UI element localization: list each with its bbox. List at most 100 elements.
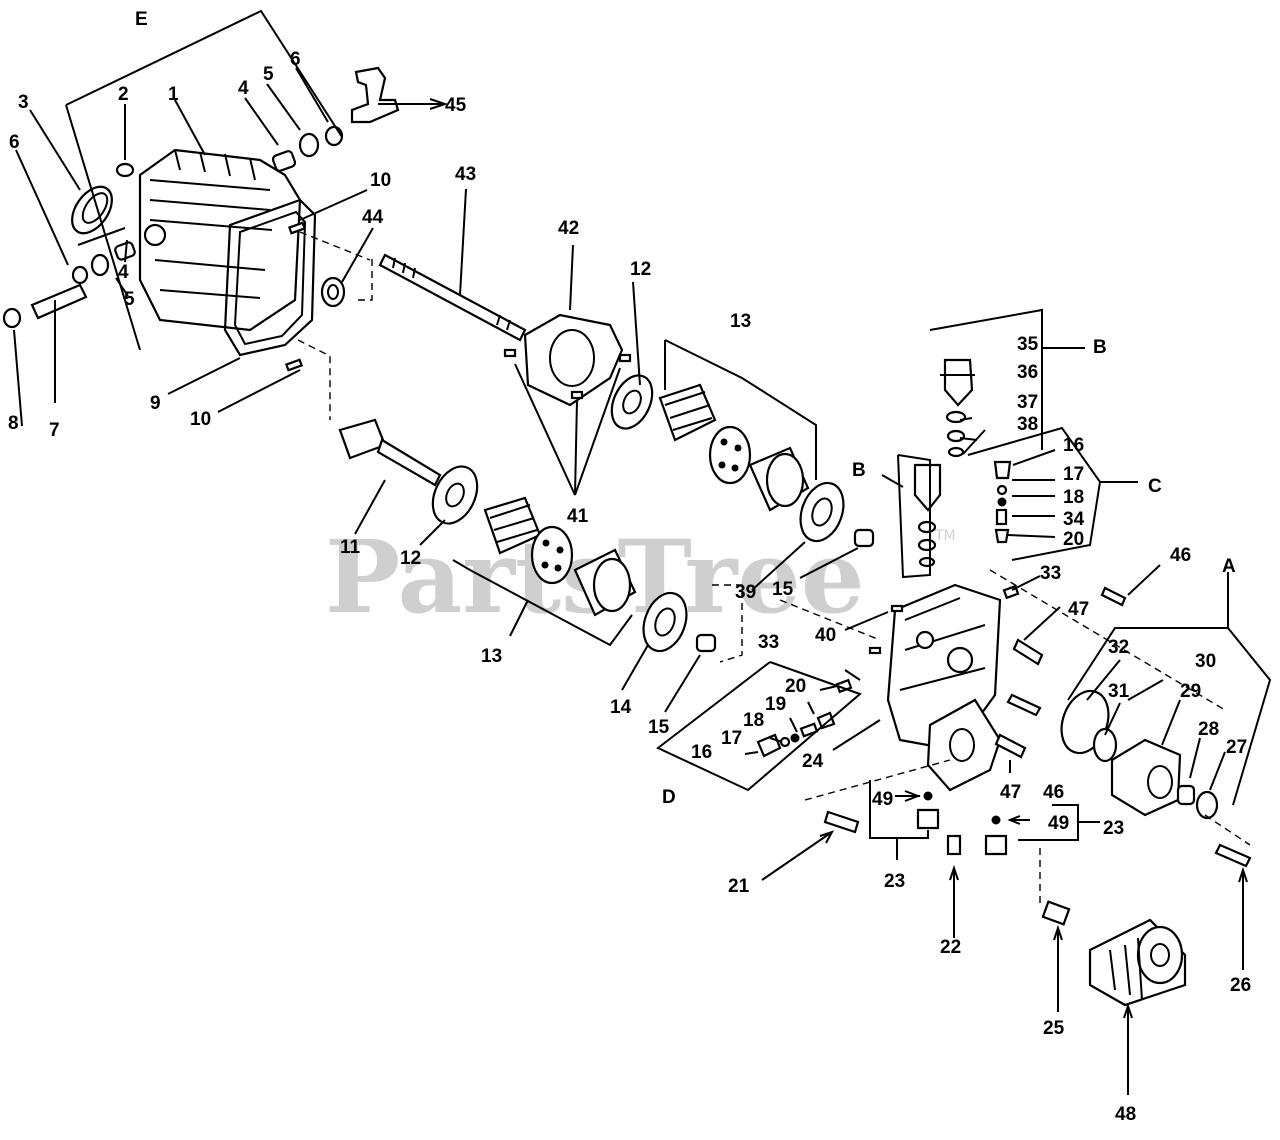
- callout-47a: 47: [1068, 599, 1089, 620]
- part-bolt-26: [1214, 843, 1252, 868]
- part-valve-b-lower: [913, 463, 942, 568]
- part-pin-41b: [570, 390, 584, 400]
- part-washer-6b: [71, 265, 89, 285]
- callout-39: 39: [735, 582, 756, 603]
- callout-24: 24: [802, 751, 824, 772]
- callout-16a: 16: [1063, 435, 1084, 456]
- callout-28: 28: [1198, 719, 1219, 740]
- callout-31: 31: [1108, 681, 1130, 702]
- callout-23b: 23: [1103, 818, 1124, 839]
- callout-4a: 4: [238, 78, 249, 99]
- callout-43: 43: [455, 164, 476, 185]
- callout-29: 29: [1180, 681, 1201, 702]
- callout-33a: 33: [1040, 563, 1061, 584]
- group-d: D: [662, 787, 676, 808]
- part-bushing-15a: [853, 528, 875, 548]
- callout-10a: 10: [370, 170, 391, 191]
- part-nipple-25: [1041, 900, 1071, 926]
- group-letters: A B B C D E: [135, 9, 1236, 808]
- part-plate-42: [523, 313, 624, 407]
- part-rotating-group-13a: [658, 383, 810, 512]
- callout-49a: 49: [872, 789, 893, 810]
- callout-5b: 5: [124, 289, 135, 310]
- callout-2: 2: [118, 84, 129, 105]
- part-bushing-15b: [695, 633, 717, 653]
- callout-13a: 13: [730, 311, 751, 332]
- part-seal-5b: [90, 253, 110, 277]
- callout-18a: 18: [1063, 487, 1084, 508]
- callout-5a: 5: [263, 64, 274, 85]
- callout-34: 34: [1063, 509, 1085, 530]
- part-lever-45: [350, 66, 400, 124]
- callout-27: 27: [1226, 737, 1247, 758]
- callout-46b: 46: [1043, 782, 1064, 803]
- part-seal-5a: [298, 132, 320, 158]
- part-pin-10b: [284, 358, 304, 372]
- part-pump-cover: [926, 698, 1002, 792]
- part-washer-37: [946, 429, 966, 443]
- callout-44: 44: [362, 207, 384, 228]
- part-bearing-44: [320, 276, 346, 308]
- callout-19: 19: [765, 694, 786, 715]
- part-seal-31: [1092, 727, 1118, 763]
- part-thrust-washer-12a: [610, 374, 654, 430]
- part-ball-18a: [997, 497, 1007, 507]
- callout-12a: 12: [630, 259, 651, 280]
- part-plug-16a: [993, 460, 1012, 480]
- part-pin-40b: [868, 646, 882, 655]
- callout-48: 48: [1115, 1104, 1136, 1125]
- part-pin-40a: [890, 604, 904, 613]
- part-valve-20b: [816, 711, 836, 730]
- part-oring-17b: [779, 736, 791, 748]
- callout-14: 14: [610, 697, 632, 718]
- part-bolt-47b: [994, 733, 1027, 759]
- callout-20b: 20: [785, 676, 806, 697]
- callout-6a: 6: [290, 49, 301, 70]
- callout-47b: 47: [1000, 782, 1021, 803]
- part-oring-38: [947, 446, 965, 458]
- callout-38: 38: [1017, 414, 1038, 435]
- part-rotating-group-13b: [483, 496, 637, 617]
- callout-21: 21: [728, 876, 750, 897]
- callout-8: 8: [8, 413, 19, 434]
- callout-35: 35: [1017, 334, 1039, 355]
- part-ball-18b: [790, 733, 800, 743]
- part-bushing-4a: [271, 150, 297, 172]
- part-motor-shaft-11: [338, 418, 442, 487]
- callout-9: 9: [150, 393, 161, 414]
- callout-36: 36: [1017, 362, 1038, 383]
- part-input-shaft-43: [378, 253, 527, 342]
- part-valve-35: [943, 358, 974, 407]
- callout-32: 32: [1108, 637, 1129, 658]
- callout-13b: 13: [481, 646, 502, 667]
- callout-42: 42: [558, 218, 579, 239]
- callout-12b: 12: [400, 548, 421, 569]
- callout-22: 22: [940, 937, 961, 958]
- callout-3: 3: [18, 92, 29, 113]
- part-oring-17a: [996, 484, 1008, 496]
- part-seal-27: [1195, 790, 1219, 820]
- part-fitting-23a: [916, 791, 940, 830]
- part-gasket: [223, 198, 317, 357]
- callout-40: 40: [815, 625, 836, 646]
- part-housing: [138, 148, 302, 332]
- callouts: 1 2 3 4 4 5 5 6 6 7 8 9 10 10 11 12 12 1…: [8, 49, 1251, 1125]
- callout-6b: 6: [9, 132, 20, 153]
- part-cover-29: [1110, 738, 1182, 817]
- callout-41: 41: [567, 506, 589, 527]
- callout-17b: 17: [721, 728, 742, 749]
- part-spring-19: [799, 722, 819, 738]
- callout-4b: 4: [118, 262, 129, 283]
- callout-20a: 20: [1063, 529, 1084, 550]
- group-c: C: [1148, 476, 1162, 497]
- part-washer-2: [115, 162, 135, 178]
- part-spring-34: [995, 508, 1008, 526]
- callout-30: 30: [1195, 651, 1216, 672]
- part-valve-20a: [994, 528, 1010, 544]
- part-bolt-47a: [1012, 638, 1044, 666]
- callout-1: 1: [168, 84, 179, 105]
- part-pin-10a: [287, 221, 307, 235]
- callout-17a: 17: [1063, 464, 1084, 485]
- group-e: E: [135, 9, 148, 30]
